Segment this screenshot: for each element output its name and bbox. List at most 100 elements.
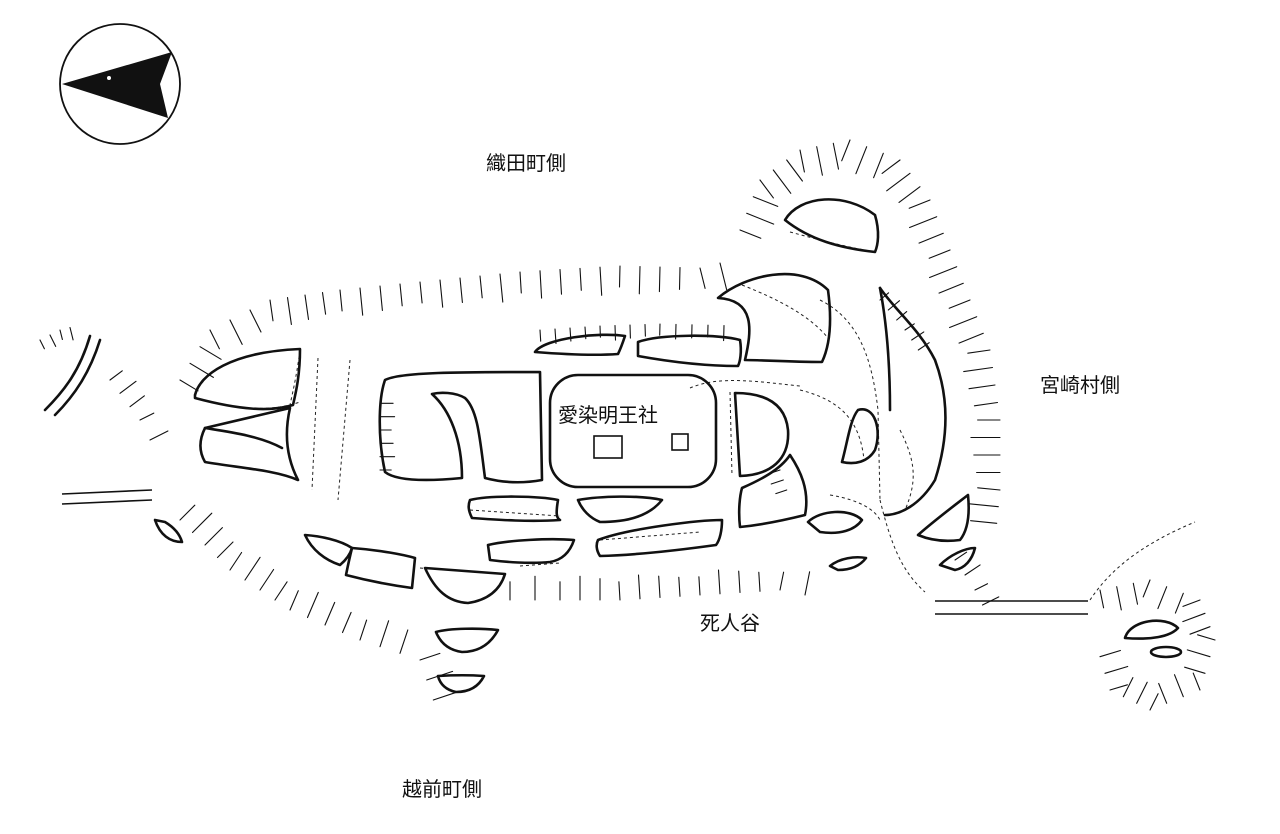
- hachure-stroke: [929, 266, 958, 279]
- hachure-stroke: [229, 551, 243, 571]
- hachure-stroke: [746, 212, 775, 225]
- hachure-stroke: [1099, 649, 1121, 658]
- hachure-stroke: [1104, 665, 1129, 674]
- hachure-stroke: [770, 479, 784, 485]
- hachure-stroke: [379, 285, 383, 312]
- hachure-stroke: [209, 329, 220, 350]
- hachure-stroke: [286, 296, 292, 326]
- hachure-stroke: [618, 265, 621, 288]
- terrace-west-lower: [199, 406, 300, 482]
- label-oda-side: 織田町側: [486, 151, 566, 175]
- hachure-stroke: [419, 652, 441, 661]
- hachure-stroke: [1173, 674, 1184, 698]
- hachure-stroke: [1099, 589, 1105, 609]
- hachure-stroke: [339, 289, 343, 312]
- hachure-stroke: [974, 583, 989, 591]
- hachure-stroke: [59, 329, 63, 341]
- terrace-northeast: [716, 272, 832, 364]
- hachure-stroke: [204, 527, 223, 546]
- hachure-stroke: [614, 324, 617, 341]
- hachure-stroke: [304, 294, 310, 320]
- hachure-stroke: [1157, 586, 1168, 610]
- hachure-stroke: [359, 287, 364, 316]
- hachure-stroke: [970, 520, 998, 524]
- hachure-stroke: [804, 571, 811, 596]
- hachure-stroke: [699, 267, 706, 289]
- hachure-stroke: [1189, 626, 1211, 635]
- hachure-stroke: [775, 489, 788, 495]
- hachure-stroke: [1122, 677, 1134, 698]
- hachure-stroke: [199, 346, 222, 360]
- hachure-stroke: [973, 401, 999, 407]
- hachure-stroke: [855, 146, 868, 175]
- hachure-stroke: [259, 568, 275, 591]
- hachure-stroke: [306, 591, 319, 619]
- hachure-stroke: [1184, 666, 1206, 674]
- hachure-stroke: [379, 620, 390, 648]
- hachure-stroke: [69, 326, 74, 341]
- hachure-stroke: [399, 629, 409, 654]
- hachure-stroke: [963, 366, 994, 373]
- hachure-stroke: [898, 186, 921, 203]
- label-echizen-side: 越前町側: [402, 777, 482, 801]
- hachure-stroke: [832, 142, 840, 170]
- terrace-east: [733, 391, 790, 478]
- hachure-stroke: [752, 196, 779, 207]
- hachure-stroke: [717, 569, 721, 595]
- hachure-stroke: [459, 277, 463, 304]
- hachure-stroke: [1186, 649, 1211, 658]
- hachure-stroke: [1197, 634, 1216, 641]
- hachure-stroke: [772, 169, 792, 194]
- hachure-stroke: [1182, 612, 1206, 623]
- hachure-stroke: [119, 380, 137, 394]
- hachure-stroke: [698, 576, 701, 596]
- hachure-stroke: [419, 281, 423, 304]
- hachure-stroke: [967, 349, 991, 354]
- hachure-stroke: [359, 619, 368, 641]
- hachure-stroke: [519, 271, 522, 294]
- hachure-stroke: [432, 691, 458, 701]
- hachure-stroke: [977, 487, 1001, 491]
- hachure-stroke: [244, 556, 261, 581]
- terrace-shrine: [548, 373, 718, 489]
- hachure-stroke: [841, 139, 851, 162]
- hachure-stroke: [738, 570, 741, 594]
- hachure-stroke: [139, 412, 155, 421]
- hachure-stroke: [908, 199, 931, 209]
- hachure-stroke: [216, 541, 234, 559]
- label-shrine: 愛染明王社: [558, 403, 658, 427]
- hachure-stroke: [658, 266, 661, 293]
- hachure-stroke: [618, 581, 621, 601]
- hachure-stroke: [249, 309, 262, 333]
- hachure-stroke: [719, 262, 728, 291]
- hachure-stroke: [579, 267, 582, 291]
- hachure-stroke: [1174, 592, 1184, 614]
- shrine-buildings: [593, 433, 689, 459]
- hachure-stroke: [948, 299, 971, 309]
- hachure-stroke: [499, 273, 504, 303]
- hachure-stroke: [341, 611, 352, 634]
- hachure-stroke: [779, 571, 785, 591]
- hachure-stroke: [954, 551, 968, 561]
- terrace-central-west: [378, 370, 544, 484]
- hachure-stroke: [938, 282, 964, 294]
- hachure-stroke: [1116, 586, 1122, 611]
- hachure-stroke: [539, 270, 543, 299]
- hachure-stroke: [1109, 684, 1128, 691]
- hachure-stroke: [958, 332, 984, 344]
- hachure-stroke: [479, 275, 483, 299]
- hachure-stroke: [289, 590, 299, 611]
- hachure-stroke: [269, 299, 274, 322]
- hachure-stroke: [968, 503, 999, 508]
- hachure-stroke: [179, 504, 196, 521]
- hachure-stroke: [191, 512, 213, 534]
- hachure-stroke: [968, 384, 996, 390]
- hachure-stroke: [739, 229, 762, 239]
- hachure-stroke: [658, 575, 661, 599]
- hachure-stroke: [1136, 681, 1148, 704]
- hachure-stroke: [904, 323, 915, 331]
- hachure-stroke: [539, 329, 542, 342]
- hachure-stroke: [918, 232, 944, 244]
- roads: [61, 489, 1088, 615]
